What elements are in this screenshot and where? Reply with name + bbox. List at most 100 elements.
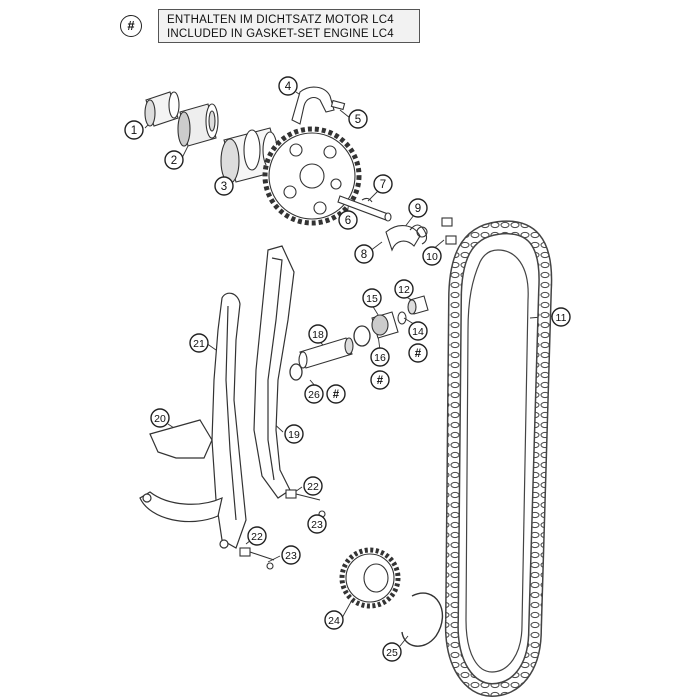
callout-c16: 16 <box>370 347 390 367</box>
callout-c15: 15 <box>362 288 382 308</box>
callout-circle <box>214 176 234 196</box>
callout-c26h: # <box>326 384 346 404</box>
callout-c14: 14 <box>408 321 428 341</box>
callout-c6: 6 <box>338 210 358 230</box>
callout-c9: 9 <box>408 198 428 218</box>
callout-circle <box>247 526 267 546</box>
callout-c22b: 22 <box>247 526 267 546</box>
needle-bearing <box>144 91 180 127</box>
callout-number: 22 <box>251 531 263 543</box>
callout-c19: 19 <box>284 424 304 444</box>
piston-o-ring <box>289 363 303 381</box>
callout-circle <box>304 384 324 404</box>
callout-number: 1 <box>131 125 137 137</box>
camshaft-sprocket <box>262 126 362 226</box>
callout-number: 20 <box>154 413 166 425</box>
callout-circle <box>408 198 428 218</box>
callout-number: 5 <box>355 114 361 126</box>
callout-circle <box>278 76 298 96</box>
tensioner-housing <box>371 311 399 339</box>
callout-c20: 20 <box>150 408 170 428</box>
tensioning-rail <box>253 245 295 499</box>
callout-c3: 3 <box>214 176 234 196</box>
callout-number: 6 <box>345 215 351 227</box>
callout-circle <box>373 174 393 194</box>
callout-circle <box>348 109 368 129</box>
callout-circle <box>150 408 170 428</box>
callout-number: 10 <box>426 251 438 263</box>
callout-c22a: 22 <box>303 476 323 496</box>
decompressor-lever <box>291 86 335 125</box>
callout-circle <box>307 514 327 534</box>
callout-number: 23 <box>285 550 297 562</box>
seal-ring <box>397 311 407 325</box>
callout-c1: 1 <box>124 120 144 140</box>
callout-circle <box>189 333 209 353</box>
legend-line-german: ENTHALTEN IM DICHTSATZ MOTOR LC4 <box>167 14 394 26</box>
callout-number: 19 <box>288 429 300 441</box>
callout-circle <box>303 476 323 496</box>
callout-circle <box>326 384 346 404</box>
callout-c5: 5 <box>348 109 368 129</box>
torsion-spring <box>409 224 428 245</box>
callout-c24: 24 <box>324 610 344 630</box>
chain-tensioner-piston <box>298 337 354 369</box>
callout-c14h: # <box>408 343 428 363</box>
callout-number: 24 <box>328 615 340 627</box>
callout-number: # <box>415 348 422 360</box>
callout-circle <box>362 288 382 308</box>
callout-number: 8 <box>361 249 367 261</box>
o-ring <box>353 325 371 347</box>
callout-circle <box>354 244 374 264</box>
callout-number: 22 <box>307 481 319 493</box>
callout-circle <box>308 324 328 344</box>
callout-number: 15 <box>366 293 378 305</box>
callout-circle <box>370 347 390 367</box>
callout-number: 12 <box>398 284 410 296</box>
callout-c12: 12 <box>394 279 414 299</box>
callout-number: 18 <box>312 329 324 341</box>
callout-number: 7 <box>380 179 386 191</box>
callout-circle <box>370 370 390 390</box>
callout-circle <box>338 210 358 230</box>
callout-circle <box>422 246 442 266</box>
chain-tensioner-shoe <box>385 225 421 252</box>
callout-c23b: 23 <box>281 545 301 565</box>
callout-circle <box>324 610 344 630</box>
callout-number: 26 <box>308 389 320 401</box>
callout-number: 16 <box>374 352 386 364</box>
callout-number: 25 <box>386 647 398 659</box>
callout-number: 14 <box>412 326 424 338</box>
callout-number: # <box>333 389 340 401</box>
lever-screw <box>330 99 346 111</box>
rocker-shaft-pin <box>337 195 392 222</box>
callout-c8: 8 <box>354 244 374 264</box>
callout-number: 2 <box>171 155 177 167</box>
callout-circle <box>164 150 184 170</box>
callout-c4: 4 <box>278 76 298 96</box>
tensioner-bolts <box>441 217 457 245</box>
sprocket-circlip <box>401 592 444 647</box>
callout-c21: 21 <box>189 333 209 353</box>
callout-c11: 11 <box>551 307 571 327</box>
callout-number: # <box>377 375 384 387</box>
legend-text-box: ENTHALTEN IM DICHTSATZ MOTOR LC4 INCLUDE… <box>158 9 420 43</box>
callout-c26: 26 <box>304 384 324 404</box>
callout-c2: 2 <box>164 150 184 170</box>
callout-number: 9 <box>415 203 421 215</box>
callout-number: 11 <box>556 312 567 324</box>
callout-c23a: 23 <box>307 514 327 534</box>
gasket-set-symbol: # <box>120 15 142 37</box>
legend-line-english: INCLUDED IN GASKET-SET ENGINE LC4 <box>167 28 394 40</box>
rail-bracket <box>139 419 229 549</box>
gasket-set-legend: # ENTHALTEN IM DICHTSATZ MOTOR LC4 INCLU… <box>120 9 420 43</box>
callout-number: 23 <box>311 519 323 531</box>
ball-bearing <box>177 103 219 147</box>
callout-circle <box>382 642 402 662</box>
callout-circle <box>408 321 428 341</box>
guide-rail <box>211 292 247 549</box>
callout-circle <box>284 424 304 444</box>
callout-c18: 18 <box>308 324 328 344</box>
plug-screw <box>407 295 429 315</box>
callout-number: 3 <box>221 181 227 193</box>
